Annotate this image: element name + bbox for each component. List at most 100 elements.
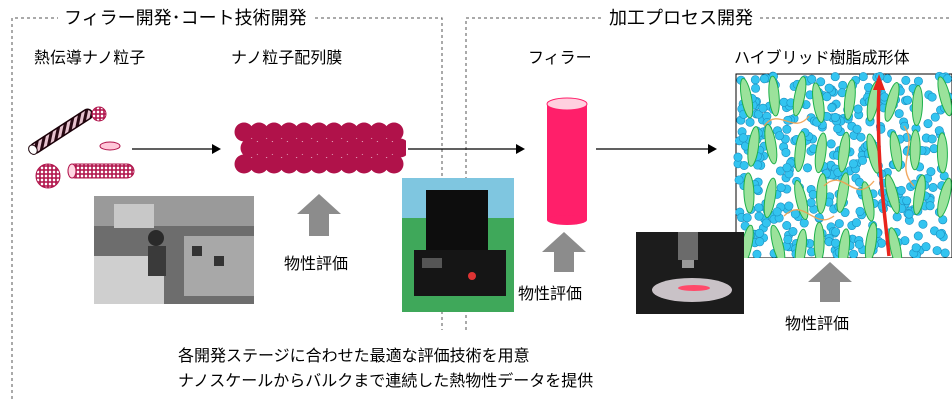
film-particle [330,138,350,158]
filler-sphere [932,246,942,256]
filler-cylinder-illustration [546,97,588,225]
filler-sphere [853,104,863,114]
filler-sphere [772,207,782,217]
evaluation-arrow-1 [297,194,341,236]
filler-sphere [930,112,940,122]
filler-sphere [927,92,937,102]
filler-sphere [758,103,768,113]
fiber-bundle [937,76,952,117]
filler-sphere [840,208,850,218]
film-particle [234,154,254,174]
filler-sphere [734,175,744,185]
filler-sphere [826,139,836,149]
filler-sphere [902,196,912,206]
filler-sphere [788,227,798,237]
filler-sphere [854,239,864,249]
film-particle [264,154,284,174]
film-particle [384,122,404,142]
filler-sphere [830,112,840,122]
filler-sphere [913,231,923,241]
hybrid-resin-label: ハイブリッド樹脂成形体 [734,48,910,67]
filler-sphere [896,185,906,195]
filler-sphere [806,198,816,208]
film-particle [354,154,374,174]
fiber-bundle [764,123,778,165]
fiber-bundle [909,129,921,171]
film-particle [270,138,290,158]
fiber-bundle [864,222,878,258]
filler-sphere [824,83,834,93]
evaluation-label-1: 物性評価 [284,254,349,273]
fiber-bundle [838,131,851,173]
filler-sphere [745,117,755,127]
film-particle [234,122,254,142]
filler-sphere [926,167,936,177]
fiber-bundle [843,79,856,121]
fiber-bundle [792,76,807,117]
fiber-bundle [794,179,809,221]
filler-sphere [849,249,859,258]
filler-sphere [776,183,786,193]
film-particle [369,122,389,142]
filler-sphere [751,83,761,93]
filler-sphere [755,237,765,247]
filler-sphere [913,76,923,86]
film-particle [279,122,299,142]
filler-sphere [918,219,928,229]
filler-sphere [750,75,760,85]
filler-sphere [799,218,809,228]
filler-sphere [742,213,752,223]
filler-sphere [754,228,764,238]
filler-sphere [904,209,914,219]
film-particle [315,138,335,158]
fiber-bundle [884,174,900,214]
fiber-bundle [770,224,786,258]
film-particle [369,154,389,174]
filler-sphere [782,163,792,173]
nanoparticle-film-illustration [234,122,406,174]
filler-sphere [848,159,858,169]
fiber-bundle [813,221,825,258]
film-particle [339,122,359,142]
filler-sphere [903,95,913,105]
film-particle [360,138,380,158]
filler-sphere [911,243,921,253]
fiber-bundle [747,126,760,167]
filler-sphere [782,220,792,230]
evaluation-arrow-2 [542,232,586,272]
filler-sphere [754,203,764,213]
filler-sphere [738,133,748,143]
filler-sphere [807,74,817,84]
filler-sphere [803,163,813,173]
fiber-bundle [768,75,780,117]
filler-sphere [882,74,892,84]
filler-sphere [940,248,950,258]
filler-sphere [753,109,763,119]
fiber-bundle [913,174,926,215]
filler-sphere [816,77,826,87]
disk-shape [99,141,121,151]
filler-sphere [761,218,771,228]
filler-sphere [775,131,785,141]
film-particle [264,122,284,142]
filler-sphere [822,92,832,102]
heat-path-arrowhead [873,74,885,90]
film-particle [249,154,269,174]
filler-sphere [928,182,938,192]
flow-arrow-1 [132,144,221,154]
film-particle [300,138,320,158]
fiber-bundle [816,173,828,215]
lab-equipment-photo [94,196,254,304]
fiber-bundle [861,181,875,222]
right-section-title: 加工プロセス開発 [603,8,759,30]
film-particle [384,154,404,174]
filler-sphere [759,74,769,84]
filler-sphere [834,219,844,229]
hybrid-resin-illustration [733,71,952,258]
film-particle [339,154,359,174]
film-particle [285,138,305,158]
filler-sphere [851,218,861,228]
fiber-bundle [838,228,851,258]
filler-sphere [831,227,841,237]
film-particle [345,138,365,158]
